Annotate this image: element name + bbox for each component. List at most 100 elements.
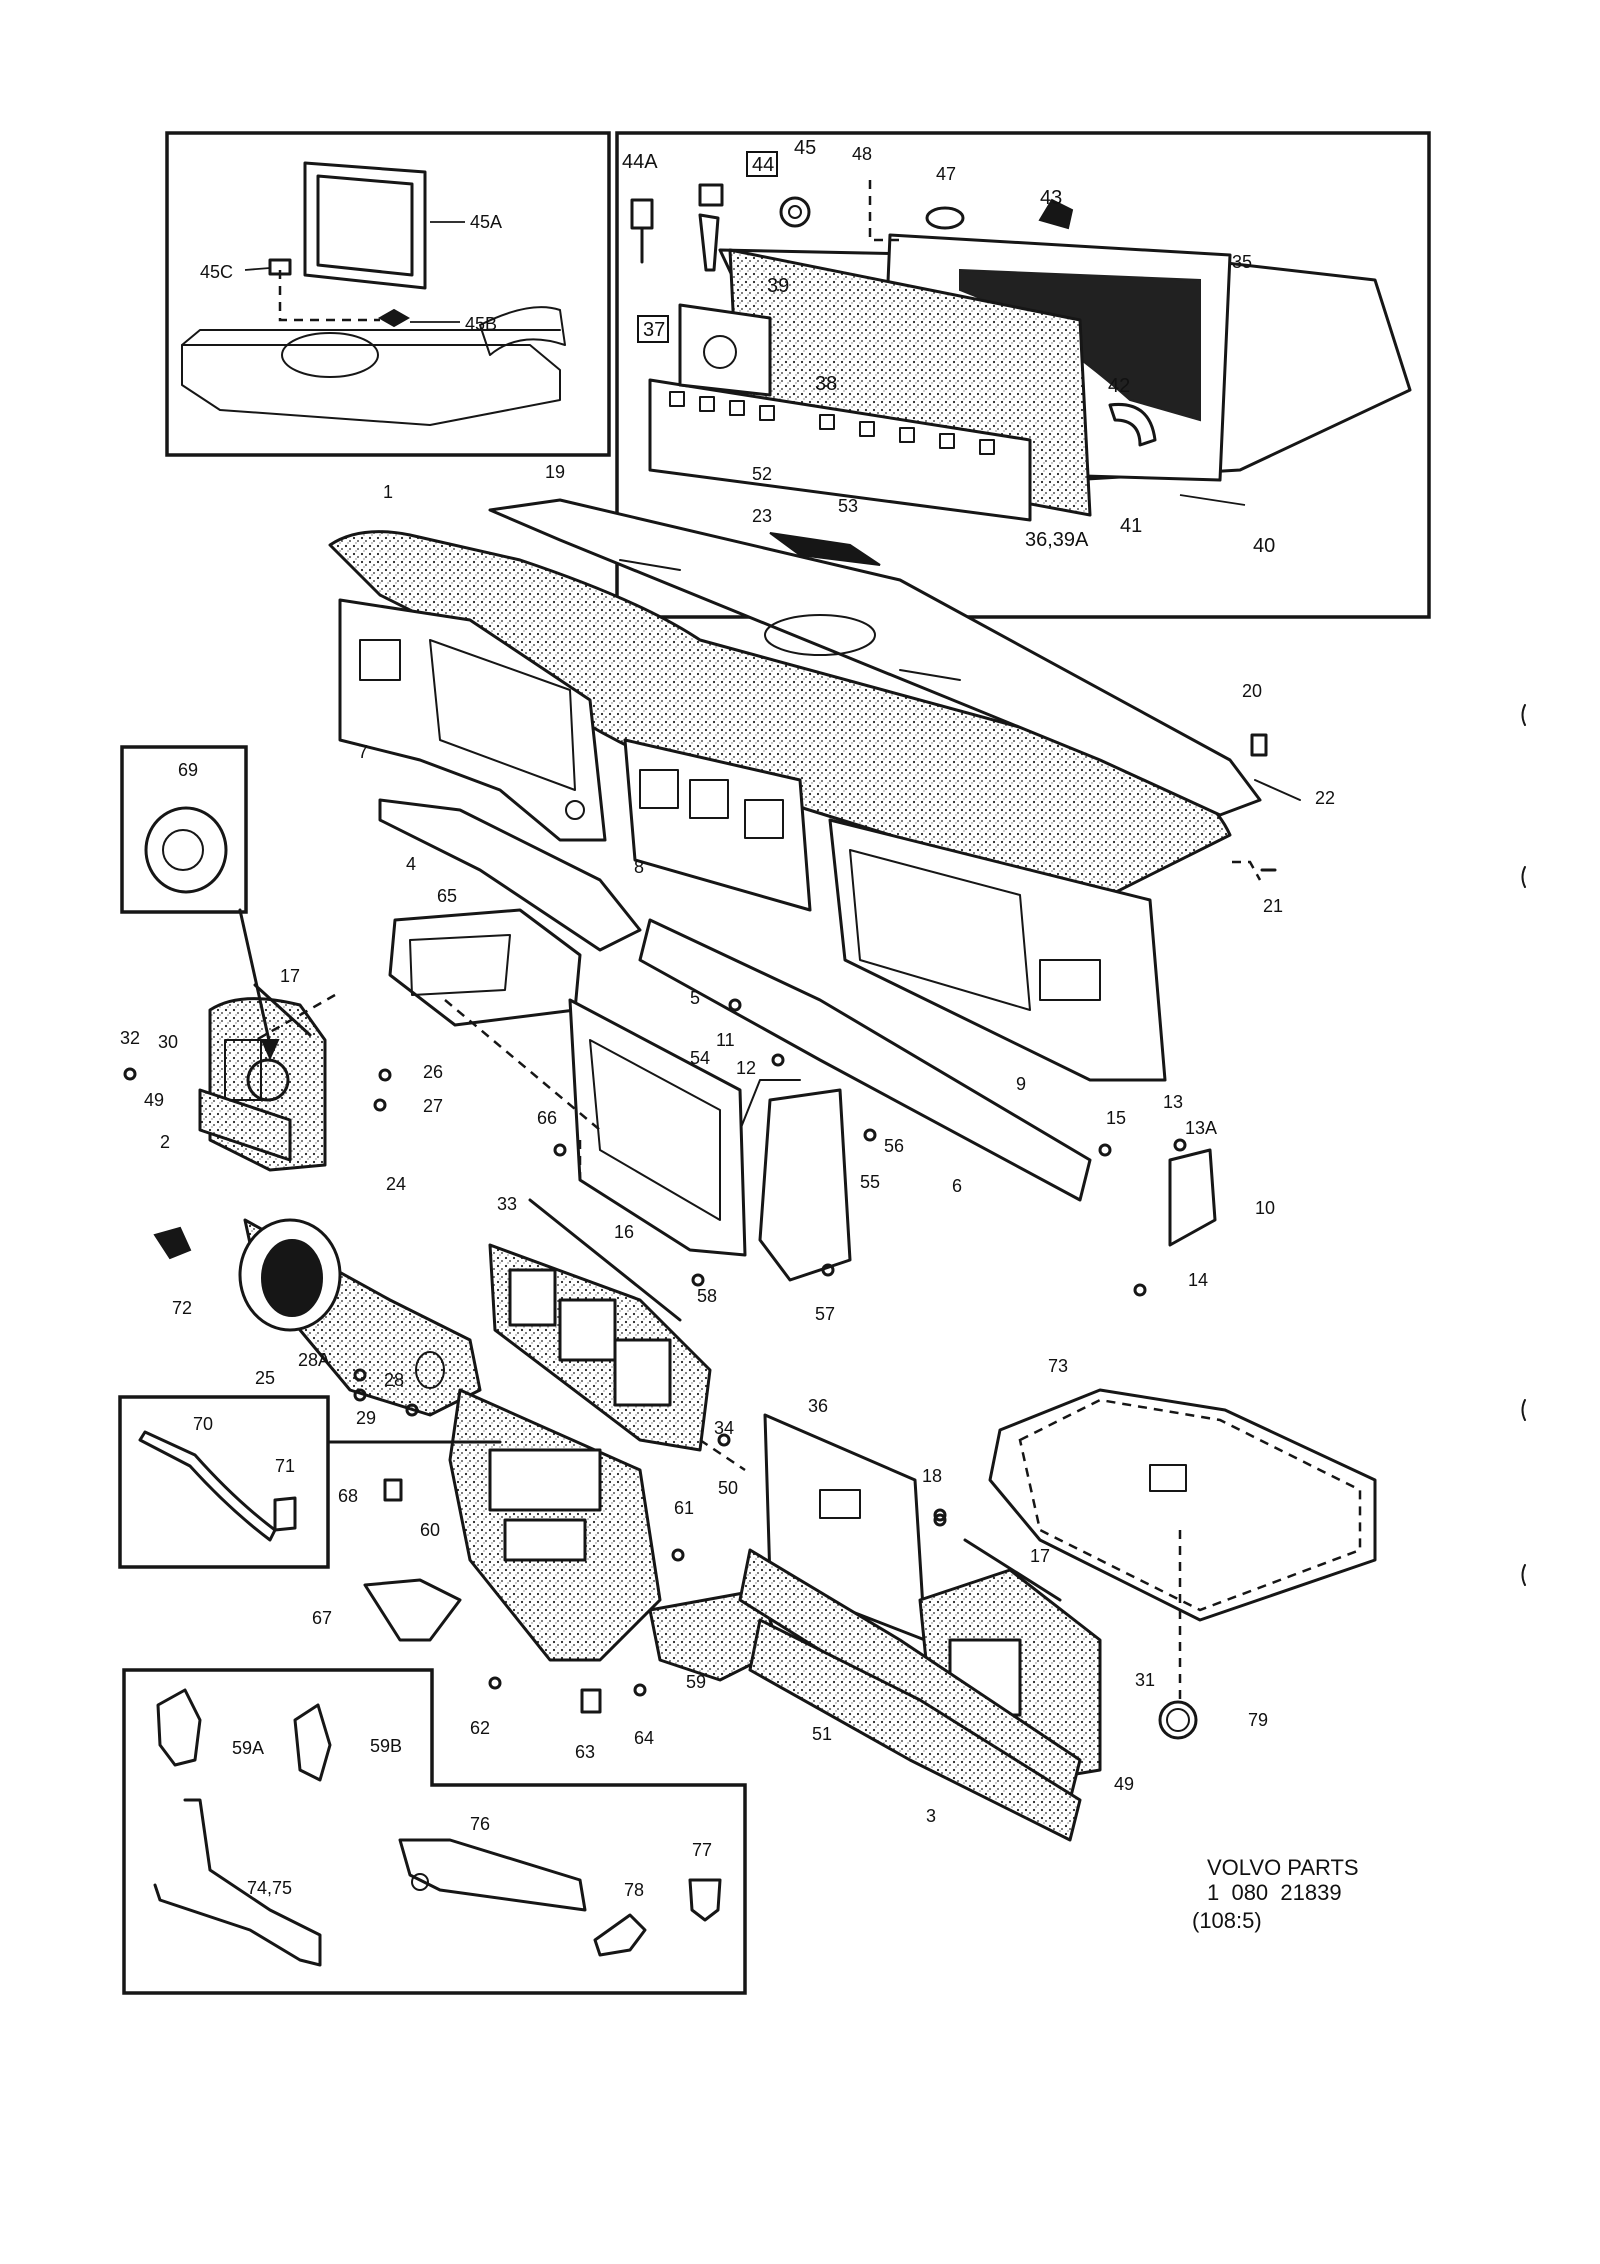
- label-36-39A: 36,39A: [1025, 529, 1089, 551]
- label-43: 43: [1040, 187, 1062, 209]
- label-49-b: 49: [1114, 1774, 1134, 1794]
- label-64: 64: [634, 1728, 654, 1748]
- part-number: 1 080 21839: [1207, 1880, 1342, 1905]
- label-72: 72: [172, 1298, 192, 1318]
- label-57: 57: [815, 1304, 835, 1324]
- label-45C: 45C: [200, 262, 233, 282]
- label-70: 70: [193, 1414, 213, 1434]
- label-15: 15: [1106, 1108, 1126, 1128]
- label-53: 53: [838, 496, 858, 516]
- label-27: 27: [423, 1096, 443, 1116]
- label-25: 25: [255, 1368, 275, 1388]
- label-55: 55: [860, 1172, 880, 1192]
- label-61: 61: [674, 1498, 694, 1518]
- label-44: 44: [752, 154, 774, 176]
- label-42: 42: [1108, 375, 1130, 397]
- switch-row: [669, 391, 995, 455]
- label-69: 69: [178, 760, 198, 780]
- label-50: 50: [718, 1478, 738, 1498]
- label-62: 62: [470, 1718, 490, 1738]
- label-24: 24: [386, 1174, 406, 1194]
- label-9: 9: [1016, 1074, 1026, 1094]
- inset-trim-strip: [118, 1395, 502, 1569]
- label-35: 35: [1232, 252, 1252, 272]
- label-32: 32: [120, 1028, 140, 1048]
- label-68: 68: [338, 1486, 358, 1506]
- label-21: 21: [1263, 896, 1283, 916]
- label-20: 20: [1242, 681, 1262, 701]
- label-38: 38: [815, 373, 837, 395]
- label-31: 31: [1135, 1670, 1155, 1690]
- label-3: 3: [926, 1806, 936, 1826]
- label-59: 59: [686, 1672, 706, 1692]
- label-1: 1: [383, 482, 393, 502]
- label-58: 58: [697, 1286, 717, 1306]
- label-79: 79: [1248, 1710, 1268, 1730]
- label-40: 40: [1253, 535, 1275, 557]
- section-code: (108:5): [1192, 1908, 1262, 1933]
- label-66: 66: [537, 1108, 557, 1128]
- label-59A: 59A: [232, 1738, 264, 1758]
- label-19: 19: [545, 462, 565, 482]
- label-8: 8: [634, 857, 644, 877]
- label-52: 52: [752, 464, 772, 484]
- label-37: 37: [643, 319, 665, 341]
- scan-edge-marks: [1521, 704, 1526, 1586]
- label-76: 76: [470, 1814, 490, 1834]
- label-22: 22: [1315, 788, 1335, 808]
- label-78: 78: [624, 1880, 644, 1900]
- inset-vent-knob: [120, 745, 280, 1061]
- label-13A: 13A: [1185, 1118, 1217, 1138]
- label-14: 14: [1188, 1270, 1208, 1290]
- label-17: 17: [280, 966, 300, 986]
- label-18: 18: [922, 1466, 942, 1486]
- label-39: 39: [767, 275, 789, 297]
- inset-small-parts: [122, 1668, 747, 1995]
- label-12: 12: [736, 1058, 756, 1078]
- label-59B: 59B: [370, 1736, 402, 1756]
- inset-speaker-frame: [165, 131, 611, 457]
- label-26: 26: [423, 1062, 443, 1082]
- label-6: 6: [952, 1176, 962, 1196]
- label-47: 47: [936, 164, 956, 184]
- main-dashboard: [123, 498, 1377, 1842]
- brand-caption: VOLVO PARTS: [1207, 1855, 1359, 1880]
- label-30: 30: [158, 1032, 178, 1052]
- label-28A: 28A: [298, 1350, 330, 1370]
- label-60: 60: [420, 1520, 440, 1540]
- label-49: 49: [144, 1090, 164, 1110]
- label-11: 11: [716, 1030, 735, 1050]
- label-29: 29: [356, 1408, 376, 1428]
- label-65: 65: [437, 886, 457, 906]
- label-45: 45: [794, 137, 816, 159]
- label-45B: 45B: [465, 314, 497, 334]
- label-23: 23: [752, 506, 772, 526]
- label-45A: 45A: [470, 212, 502, 232]
- label-63: 63: [575, 1742, 595, 1762]
- label-28: 28: [384, 1370, 404, 1390]
- label-13: 13: [1163, 1092, 1183, 1112]
- label-48: 48: [852, 144, 872, 164]
- label-73: 73: [1048, 1356, 1068, 1376]
- label-56: 56: [884, 1136, 904, 1156]
- label-17-b: 17: [1030, 1546, 1050, 1566]
- label-36: 36: [808, 1396, 828, 1416]
- inset-instrument-housing: [615, 131, 1431, 619]
- label-71: 71: [275, 1456, 295, 1476]
- label-67: 67: [312, 1608, 332, 1628]
- label-4: 4: [406, 854, 416, 874]
- label-41: 41: [1120, 515, 1142, 537]
- label-74-75: 74,75: [247, 1878, 292, 1898]
- label-54: 54: [690, 1048, 710, 1068]
- label-33: 33: [497, 1194, 517, 1214]
- label-2: 2: [160, 1132, 170, 1152]
- part-labels: 45A 45C 45B 44A 44 45 48 47 43 35 39 37 …: [120, 137, 1359, 1933]
- label-77: 77: [692, 1840, 712, 1860]
- label-44A: 44A: [622, 151, 658, 173]
- label-34: 34: [714, 1418, 734, 1438]
- label-16: 16: [614, 1222, 634, 1242]
- label-10: 10: [1255, 1198, 1275, 1218]
- label-51: 51: [812, 1724, 832, 1744]
- label-5: 5: [690, 988, 700, 1008]
